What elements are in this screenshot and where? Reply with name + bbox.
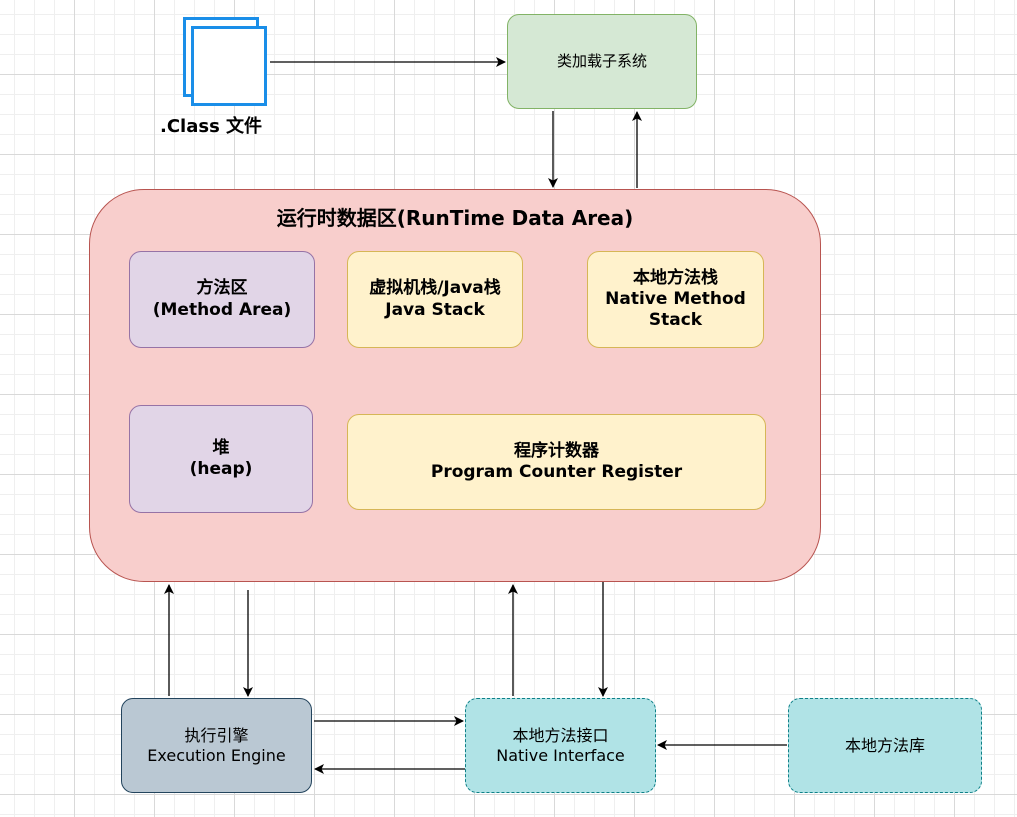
- execution-engine-box[interactable]: 执行引擎 Execution Engine: [121, 698, 312, 793]
- native-method-stack-sublabel-1: Native Method: [605, 288, 746, 309]
- native-interface-box[interactable]: 本地方法接口 Native Interface: [465, 698, 656, 793]
- heap-sublabel: (heap): [189, 459, 253, 479]
- class-loader-label: 类加载子系统: [556, 52, 647, 71]
- native-method-stack-label: 本地方法栈: [633, 267, 718, 288]
- native-interface-label: 本地方法接口: [512, 725, 609, 745]
- heap-label: 堆: [212, 437, 230, 458]
- pc-register-sublabel: Program Counter Register: [430, 462, 683, 482]
- method-area-label: 方法区: [196, 278, 248, 299]
- native-method-stack-box[interactable]: 本地方法栈 Native Method Stack: [587, 251, 764, 348]
- class-file-icon[interactable]: [178, 14, 274, 108]
- class-loader-box[interactable]: 类加载子系统: [507, 14, 697, 109]
- file-front-sheet: [191, 26, 267, 106]
- execution-engine-sublabel: Execution Engine: [147, 745, 286, 765]
- native-interface-sublabel: Native Interface: [496, 745, 625, 765]
- native-method-stack-sublabel-2: Stack: [648, 310, 703, 331]
- method-area-sublabel: (Method Area): [152, 299, 292, 320]
- runtime-data-area-title: 运行时数据区(RunTime Data Area): [276, 206, 634, 230]
- heap-box[interactable]: 堆 (heap): [129, 405, 313, 513]
- class-file-label: .Class 文件: [160, 116, 263, 137]
- pc-register-label: 程序计数器: [514, 440, 599, 461]
- method-area-box[interactable]: 方法区 (Method Area): [129, 251, 315, 348]
- java-stack-sublabel: Java Stack: [385, 299, 485, 320]
- native-library-label: 本地方法库: [844, 735, 925, 755]
- java-stack-box[interactable]: 虚拟机栈/Java栈 Java Stack: [347, 251, 523, 348]
- execution-engine-label: 执行引擎: [184, 725, 249, 745]
- native-library-box[interactable]: 本地方法库: [788, 698, 982, 793]
- pc-register-box[interactable]: 程序计数器 Program Counter Register: [347, 414, 766, 510]
- java-stack-label: 虚拟机栈/Java栈: [369, 278, 501, 299]
